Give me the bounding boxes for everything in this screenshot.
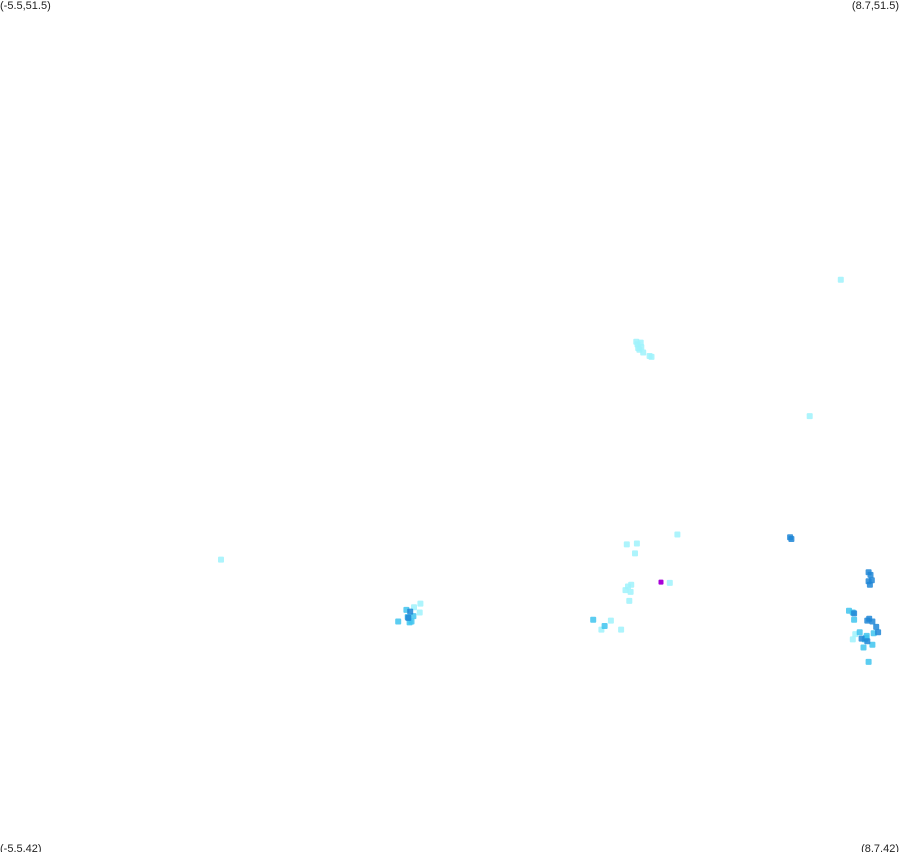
map-point[interactable]	[837, 276, 844, 283]
map-point[interactable]	[640, 349, 647, 356]
map-point[interactable]	[417, 600, 424, 607]
map-point[interactable]	[806, 413, 813, 420]
map-point[interactable]	[851, 610, 858, 617]
map-point[interactable]	[607, 617, 614, 624]
map-point[interactable]	[601, 623, 608, 629]
map-point[interactable]	[407, 608, 414, 615]
map-point[interactable]	[875, 629, 882, 636]
map-point[interactable]	[622, 587, 629, 594]
corner-label-top-right: (8.7,51.5)	[851, 0, 899, 12]
map-point[interactable]	[866, 581, 873, 588]
map-point[interactable]	[590, 616, 597, 623]
map-point[interactable]	[218, 556, 224, 563]
map-point[interactable]	[627, 588, 634, 595]
map-point[interactable]	[869, 618, 876, 625]
map-point[interactable]	[864, 617, 871, 624]
map-point[interactable]	[860, 644, 867, 651]
map-point[interactable]	[633, 540, 640, 547]
map-point[interactable]	[865, 658, 872, 665]
map-point[interactable]	[864, 638, 871, 645]
map-point[interactable]	[873, 623, 880, 630]
map-point[interactable]	[626, 597, 633, 604]
map-point[interactable]	[856, 629, 863, 636]
map-point[interactable]	[395, 618, 402, 625]
corner-label-top-left: (-5.5,51.5)	[0, 0, 51, 12]
corner-label-bottom-right: (8.7,42)	[861, 843, 899, 852]
map-point[interactable]	[674, 531, 681, 538]
map-point-highlight[interactable]	[658, 579, 664, 585]
map-point[interactable]	[628, 581, 635, 588]
map-point[interactable]	[858, 635, 865, 642]
map-point[interactable]	[648, 353, 655, 360]
corner-label-bottom-left: (-5.5,42)	[0, 843, 42, 852]
map-point[interactable]	[666, 579, 673, 586]
map-point[interactable]	[867, 571, 874, 578]
map-point[interactable]	[632, 550, 638, 557]
map-point[interactable]	[849, 636, 856, 643]
map-point[interactable]	[618, 626, 625, 633]
map-point[interactable]	[788, 536, 795, 542]
map-point[interactable]	[623, 541, 630, 548]
map-point[interactable]	[869, 641, 876, 648]
map-point[interactable]	[851, 616, 858, 623]
map-point[interactable]	[416, 609, 423, 616]
map-point[interactable]	[405, 614, 412, 621]
